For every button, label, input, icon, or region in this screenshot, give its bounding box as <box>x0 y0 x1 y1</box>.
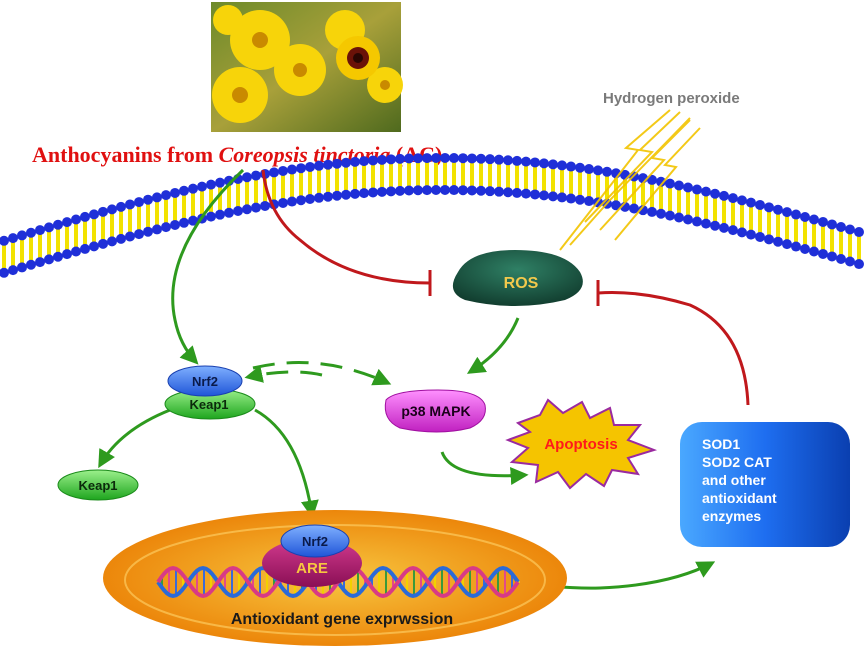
enzymes-line-2: and other <box>702 472 766 488</box>
title-prefix: Anthocyanins from <box>32 142 219 167</box>
p38-label: p38 MAPK <box>401 403 470 419</box>
keap1-free-node: Keap1 <box>57 469 139 501</box>
enzymes-line-4: enzymes <box>702 508 761 524</box>
ros-label: ROS <box>504 275 539 292</box>
enzymes-line-0: SOD1 <box>702 436 740 452</box>
cell-membrane <box>0 152 864 278</box>
keap1-label: Keap1 <box>189 397 228 412</box>
nrf2-label: Nrf2 <box>192 374 218 389</box>
ros-node: ROS <box>452 250 583 306</box>
lightning-icon <box>559 109 701 251</box>
keap1-free-label: Keap1 <box>78 478 117 493</box>
stimulus-label: Hydrogen peroxide <box>603 90 740 107</box>
nucleus-nrf2-label: Nrf2 <box>302 534 328 549</box>
p38-mapk-node: p38 MAPK <box>384 389 486 433</box>
inhibition-lines <box>261 169 750 406</box>
apoptosis-node: Apoptosis <box>505 398 658 490</box>
enzymes-line-3: antioxidant <box>702 490 777 506</box>
are-complex: ARE Nrf2 <box>262 524 362 587</box>
enzymes-line-1: SOD2 CAT <box>702 454 772 470</box>
flower-photo <box>211 2 403 132</box>
gene-expression-label: Antioxidant gene exprwssion <box>231 611 453 628</box>
nrf2-keap1-complex: Keap1 Nrf2 <box>164 365 256 420</box>
are-label: ARE <box>296 560 328 577</box>
apoptosis-label: Apoptosis <box>544 436 617 453</box>
diagram-title: Anthocyanins from Coreopsis tinctoria (A… <box>32 142 442 167</box>
